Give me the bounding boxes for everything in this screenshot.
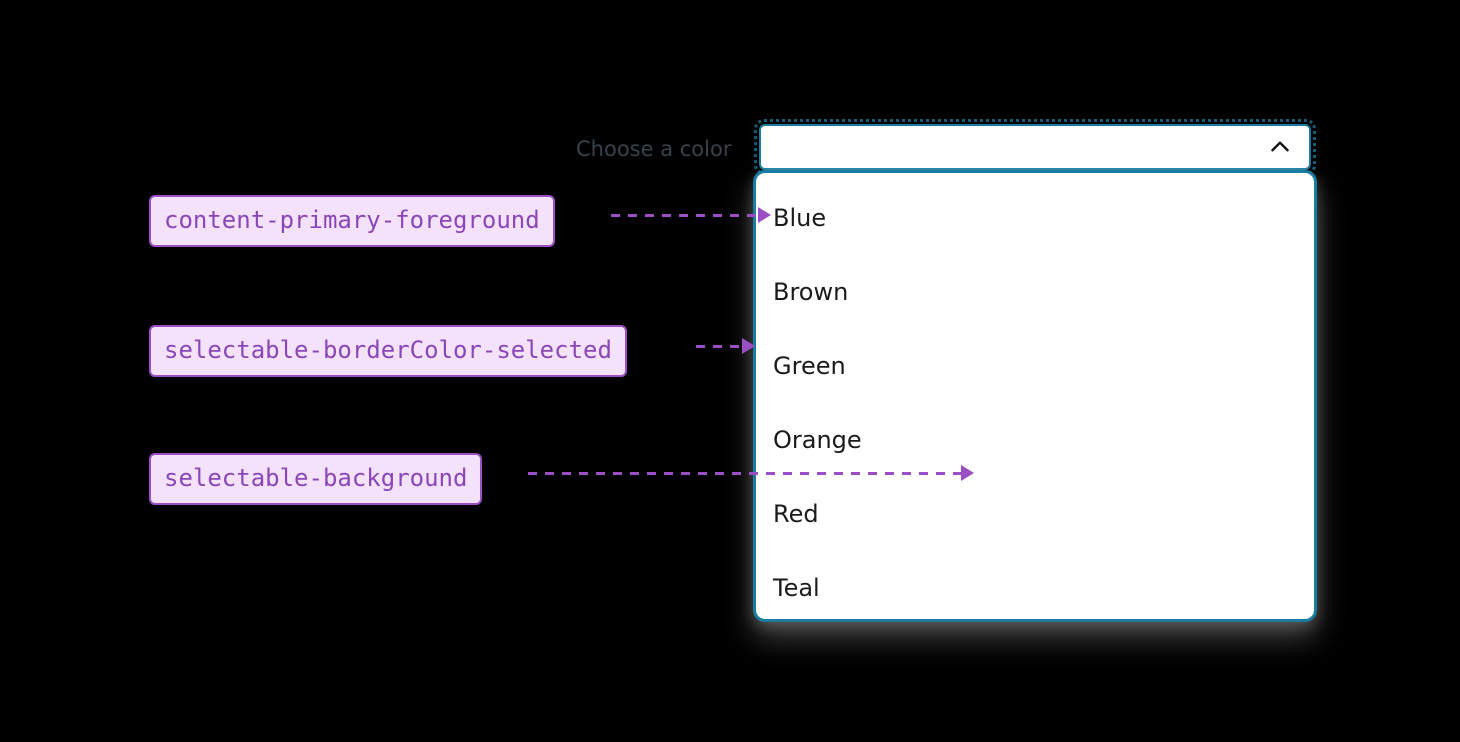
annotation-connector-selectable-bordercolor-selected [696,345,746,348]
combobox-label: Choose a color [576,137,732,161]
listbox-option-label: Green [773,352,846,380]
annotation-connector-selectable-background [528,472,966,475]
listbox-option-teal[interactable]: Teal [756,551,1314,619]
listbox-option-red[interactable]: Red [756,477,1314,551]
combobox-field[interactable] [759,124,1311,170]
dropdown-panel: Blue Brown Green Orange Red Teal [753,170,1317,622]
listbox-option-label: Blue [773,204,827,232]
listbox-option-brown[interactable]: Brown [756,255,1314,329]
token-chip-selectable-bordercolor-selected: selectable-borderColor-selected [149,325,627,377]
token-chip-content-primary-foreground: content-primary-foreground [149,195,555,247]
annotation-arrowhead-selectable-bordercolor-selected [742,338,755,354]
annotation-connector-content-primary-foreground [611,214,761,217]
annotation-arrowhead-content-primary-foreground [758,207,771,223]
listbox-option-label: Brown [773,278,849,306]
chevron-up-icon[interactable] [1267,134,1293,160]
listbox-option-orange[interactable]: Orange [756,403,1314,477]
listbox: Blue Brown Green Orange Red Teal [756,173,1314,619]
token-chip-selectable-background: selectable-background [149,453,483,505]
listbox-option-blue[interactable]: Blue [756,181,1314,255]
listbox-option-label: Orange [773,426,862,454]
listbox-option-label: Teal [773,574,820,602]
listbox-option-label: Red [773,500,819,528]
listbox-option-green[interactable]: Green [756,329,1314,403]
annotation-arrowhead-selectable-background [961,465,974,481]
